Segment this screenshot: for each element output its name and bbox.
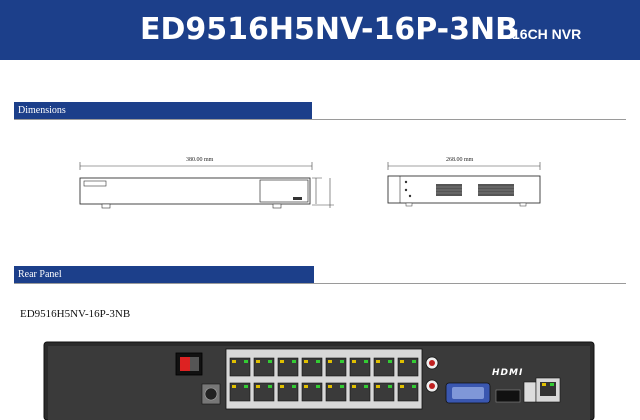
- side-view-drawing: [387, 162, 541, 207]
- product-subtitle: 16CH NVR: [512, 26, 582, 42]
- section-divider: [14, 283, 626, 284]
- front-view-drawing: [79, 162, 334, 209]
- page-title: ED9516H5NV-16P-3NB: [140, 12, 518, 47]
- hdmi-logo: HDMI: [492, 368, 524, 378]
- usb-port: [523, 381, 537, 403]
- ethernet-ports: [229, 357, 419, 402]
- section-header-dimensions: Dimensions: [14, 102, 312, 120]
- depth-dimension-label: 268.00 mm: [446, 157, 474, 163]
- rear-model-label: ED9516H5NV-16P-3NB: [20, 308, 131, 320]
- rear-panel-drawing: [43, 341, 595, 420]
- section-divider: [14, 119, 626, 120]
- header-banner: [0, 0, 640, 60]
- width-dimension-label: 380.00 mm: [186, 157, 214, 163]
- hdmi-port: [495, 389, 521, 403]
- section-header-rear-panel: Rear Panel: [14, 266, 314, 284]
